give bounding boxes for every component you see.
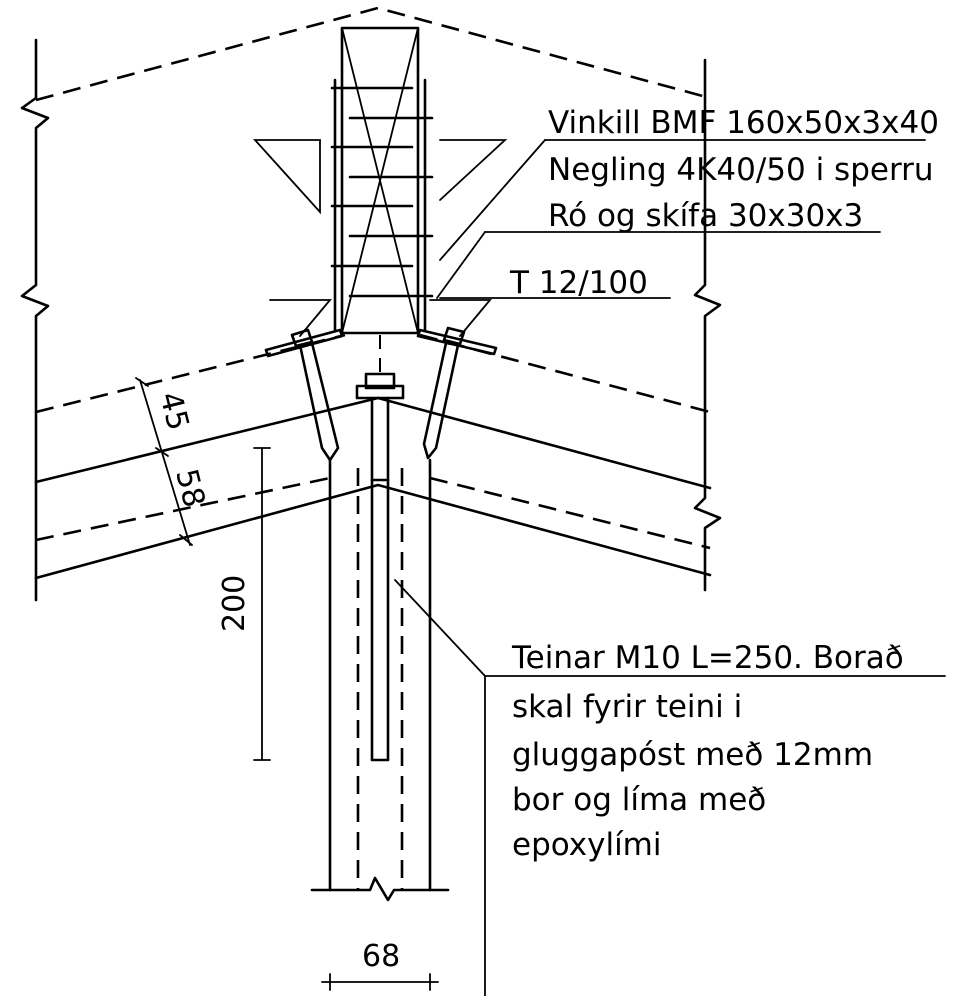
bracket-flanges xyxy=(264,326,498,462)
label-negling: Negling 4K40/50 i sperru xyxy=(548,152,934,188)
dimension-lines xyxy=(135,377,439,991)
roof-dashed-outline xyxy=(35,6,711,102)
label-teinar-line5: epoxylími xyxy=(512,827,662,863)
window-post xyxy=(310,458,450,902)
outer-edges xyxy=(20,38,722,602)
angle-bracket xyxy=(252,26,508,337)
leader-lines xyxy=(394,139,946,996)
label-teinar-line2: skal fyrir teini i xyxy=(512,689,742,725)
dimension-68: 68 xyxy=(362,939,400,974)
label-teinar-line4: bor og líma með xyxy=(512,782,766,818)
label-ro-og-skifa: Ró og skífa 30x30x3 xyxy=(548,198,863,234)
bolt-nut xyxy=(355,335,405,482)
label-teinar-line1: Teinar M10 L=250. Borað xyxy=(511,640,904,676)
dimension-45: 45 xyxy=(152,388,195,434)
dimension-200: 200 xyxy=(217,575,252,632)
nail-lines xyxy=(330,86,434,298)
label-t: T 12/100 xyxy=(509,265,648,301)
label-vinkill: Vinkill BMF 160x50x3x40 xyxy=(548,105,939,141)
label-teinar-line3: gluggapóst með 12mm xyxy=(512,737,873,773)
